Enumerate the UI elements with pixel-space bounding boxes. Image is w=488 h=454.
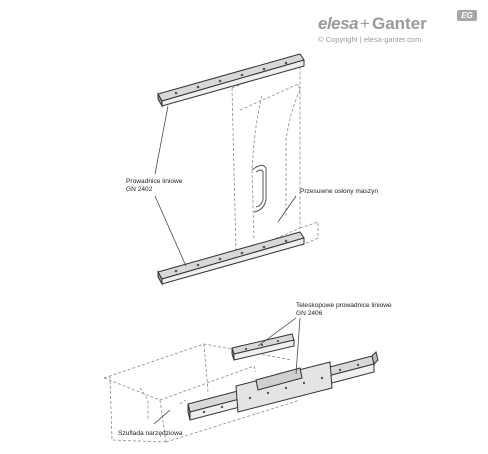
label-tool-drawer: Szuflada narzędziowa (118, 430, 183, 437)
upper-guide-rail (157, 53, 305, 108)
leader-lines-bottom (153, 317, 301, 425)
leader-lines-top (154, 105, 297, 267)
rear-slide-holes (244, 339, 280, 351)
front-telescopic-slide (187, 351, 379, 421)
label-linear-guides-name: Prowadnice liniowe (126, 178, 183, 185)
label-machine-covers: Przesuwne osłony maszyn (300, 188, 379, 195)
front-slide-holes (202, 363, 360, 414)
rear-telescopic-slide (231, 333, 295, 361)
brand-ganter: Ganter (372, 14, 427, 33)
lower-guide-rail (157, 231, 305, 286)
label-linear-guides: Prowadnice liniowe GN 2402 (126, 178, 182, 194)
drawer-outline (103, 343, 301, 443)
elesa-ganter-logo: elesa + Ganter EG © Copyright | elesa-ga… (318, 10, 480, 46)
eg-badge: EG (457, 10, 477, 21)
brand-elesa: elesa (318, 14, 359, 33)
label-linear-guides-code: GN 2402 (126, 186, 153, 193)
label-telescopic-guides-code: GN 2406 (296, 310, 323, 317)
lower-rail-holes (174, 239, 288, 273)
upper-rail-holes (174, 61, 288, 95)
label-telescopic-guides-name: Teleskopowe prowadnice liniowe (296, 302, 392, 309)
machine-cover-handle (251, 164, 267, 213)
machine-cover-outline (231, 59, 319, 255)
label-telescopic-guides: Teleskopowe prowadnice liniowe GN 2406 (296, 302, 392, 318)
copyright-text: © Copyright | elesa-ganter.com (318, 35, 422, 44)
brand-plus: + (360, 14, 370, 33)
